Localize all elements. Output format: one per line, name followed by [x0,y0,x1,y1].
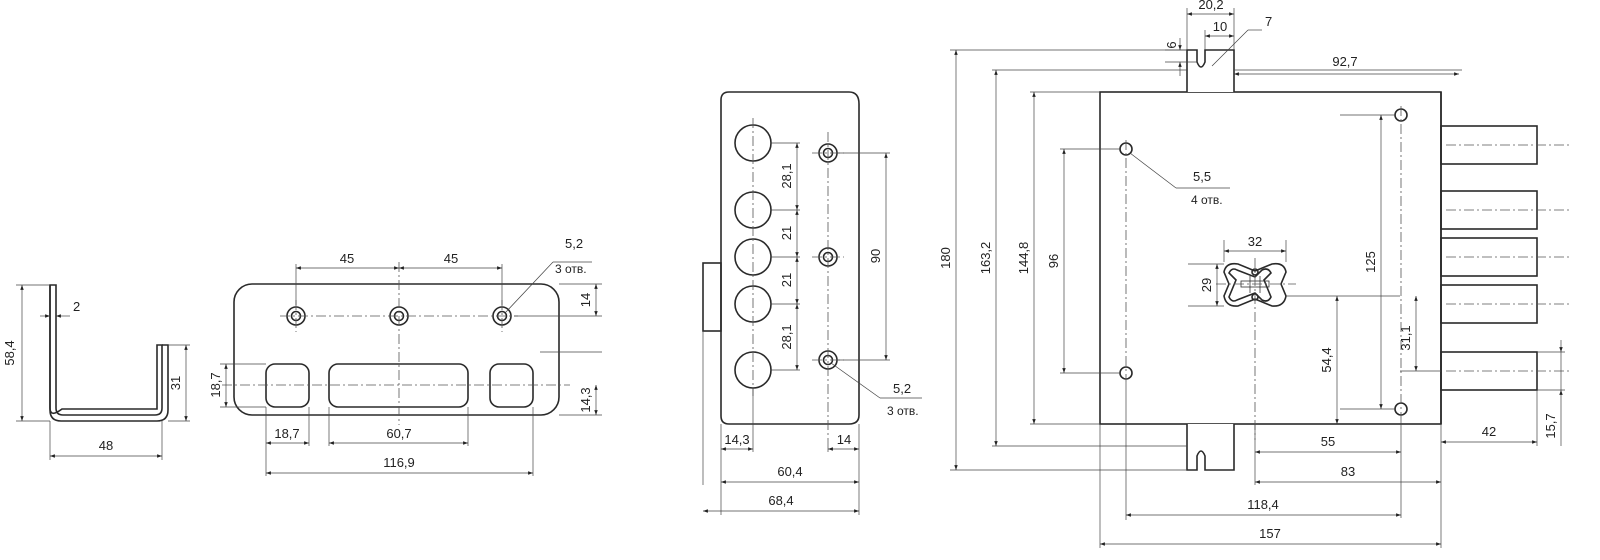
strike-plate-outline [233,283,560,416]
lock-cyl-height-label: 54,4 [1319,347,1334,372]
bracket-thickness-label: 2 [73,299,80,314]
front-gap-1-label: 28,1 [779,163,794,188]
strike-window-left [265,363,310,408]
strike-hole-count-label: 3 отв. [555,262,587,276]
front-overall-width-label: 68,4 [768,493,793,508]
bracket-view: 58,4 2 31 48 [2,284,190,460]
strike-window-small-label: 18,7 [274,426,299,441]
lock-mount-hole-label: 5,5 [1193,169,1211,184]
front-gap-4-label: 28,1 [779,324,794,349]
lock-key-width-label: 32 [1248,234,1262,249]
lock-top-width-label: 20,2 [1198,0,1223,12]
lock-notch-label: 7 [1265,14,1272,29]
front-plate-tab [702,262,722,332]
strike-plate-view: 45 45 5,2 3 отв. 14 14,3 18,7 18,7 60,7 … [208,236,602,476]
lock-height-96-label: 96 [1046,254,1061,268]
front-plate-outline [720,91,860,425]
front-inner-width-label: 60,4 [777,464,802,479]
strike-overall-label: 116,9 [383,455,415,470]
bracket-width-label: 48 [99,438,113,453]
front-hole-diam-label: 5,2 [893,381,911,396]
strike-top-offset-label: 14 [578,293,593,307]
strike-window-height-label: 18,7 [208,372,223,397]
front-gap-3-label: 21 [779,273,794,287]
front-right-offset-label: 14 [837,432,851,447]
lock-body-outline [1099,91,1442,425]
strike-bottom-offset-label: 14,3 [578,387,593,412]
lock-key-height-label: 29 [1199,278,1214,292]
lock-bolt-span-label: 125 [1363,251,1378,273]
lock-to-bolts-label: 83 [1341,464,1355,479]
lock-top-slot-label: 10 [1213,19,1227,34]
lock-bolt-ext-label: 42 [1482,424,1496,439]
front-hole-count-label: 3 отв. [887,404,919,418]
strike-window-large-label: 60,7 [386,426,411,441]
strike-pitch-left-label: 45 [340,251,354,266]
strike-window-right [489,363,534,408]
strike-window-center [328,363,469,408]
lock-bolt-height-label: 15,7 [1543,413,1558,438]
bracket-outline [49,284,163,416]
lock-mount-count-label: 4 отв. [1191,193,1223,207]
lock-body-view: 20,2 10 7 6 92,7 180 163,2 144,8 96 5,5 … [938,0,1570,548]
strike-pitch-right-label: 45 [444,251,458,266]
lock-body-width-label: 118,4 [1247,497,1279,512]
lock-top-hook [1186,49,1235,92]
lock-to-right-label: 92,7 [1332,54,1357,69]
lock-bottom-hook [1186,424,1235,471]
lock-cyl-offset-label: 31,1 [1398,325,1413,350]
bracket-height-label: 58,4 [2,340,17,365]
lock-height-144-label: 144,8 [1016,242,1031,275]
front-left-offset-label: 14,3 [724,432,749,447]
strike-hole-diam-label: 5,2 [565,236,583,251]
bracket-side-label: 31 [168,376,183,390]
lock-overall-width-label: 157 [1259,526,1281,541]
front-holes-span-label: 90 [868,249,883,263]
front-gap-2-label: 21 [779,226,794,240]
lock-height-163-label: 163,2 [978,242,993,275]
lock-height-total-label: 180 [938,247,953,269]
lock-backset-label: 55 [1321,434,1335,449]
front-plate-view: 28,1 21 21 28,1 90 5,2 3 отв. 14,3 14 60… [702,91,922,515]
lock-slot-offset-label: 6 [1164,41,1179,48]
